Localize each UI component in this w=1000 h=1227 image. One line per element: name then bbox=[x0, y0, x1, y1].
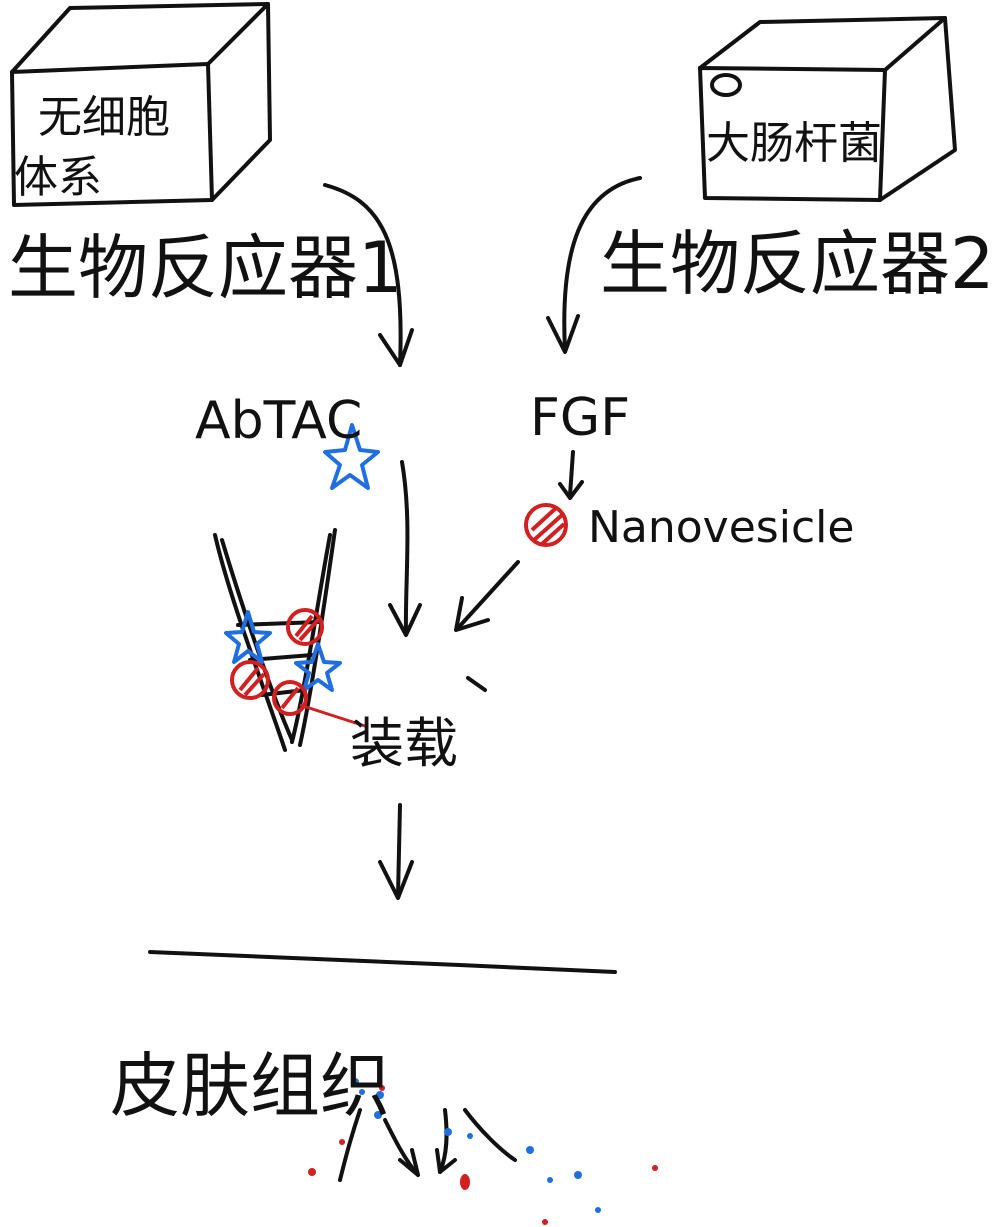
abtac-label: AbTAC bbox=[195, 391, 362, 451]
arrow-abtac-to-loading bbox=[388, 460, 422, 637]
penetration-strokes bbox=[338, 1108, 517, 1182]
left-box bbox=[10, 2, 272, 207]
vesicle-pointer-line bbox=[299, 703, 366, 728]
arrow-bioreactor1-to-abtac bbox=[323, 183, 414, 367]
nanovesicle-icon bbox=[524, 503, 568, 547]
arrow-loading-to-skin bbox=[378, 803, 414, 900]
arrow-fgf-to-nanovesicle bbox=[558, 450, 584, 500]
right-box bbox=[698, 16, 957, 202]
nanovesicle-label: Nanovesicle bbox=[588, 502, 854, 553]
left-box-label-line1: 无细胞 bbox=[38, 92, 170, 143]
arrow-nanovesicle-to-loading bbox=[454, 560, 520, 632]
left-box-label-line2: 体系 bbox=[14, 152, 102, 203]
microneedle-stars bbox=[224, 610, 342, 692]
bioreactor1-caption: 生物反应器1 bbox=[8, 227, 403, 309]
skin-tissue-label: 皮肤组织 bbox=[110, 1045, 390, 1127]
loading-tick bbox=[466, 676, 487, 692]
skin-surface-line bbox=[148, 950, 617, 974]
arrow-bioreactor2-to-fgf bbox=[546, 176, 642, 354]
loading-label: 装载 bbox=[350, 712, 458, 775]
released-particles bbox=[308, 1078, 658, 1225]
abtac-star-icon bbox=[323, 423, 380, 490]
bioreactor2-caption: 生物反应器2 bbox=[600, 223, 995, 305]
fgf-label: FGF bbox=[530, 388, 630, 448]
microneedle-vesicles bbox=[230, 608, 324, 716]
right-box-label: 大肠杆菌 bbox=[706, 118, 882, 169]
